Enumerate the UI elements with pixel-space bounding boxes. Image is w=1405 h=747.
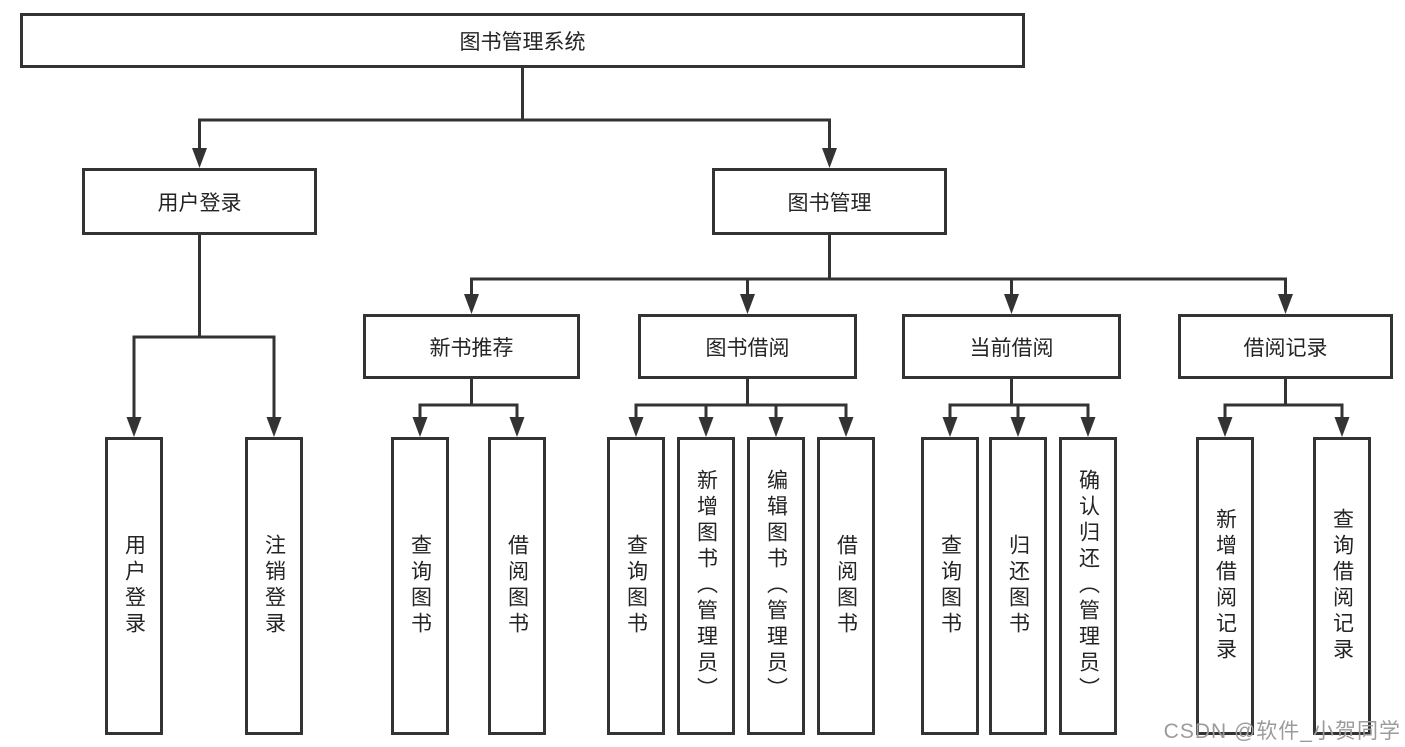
node-new-book-recommend: 新书推荐: [363, 314, 580, 379]
arrowhead-icon: [942, 417, 958, 437]
node-user-login: 用户登录: [82, 168, 317, 235]
leaf-add-book-admin: 新增图书（管理员）: [677, 437, 735, 735]
arrowhead-icon: [464, 294, 479, 314]
arrowhead-icon: [822, 148, 837, 168]
arrowheads: [126, 148, 1350, 437]
leaf-add-borrow-record: 新增借阅记录: [1196, 437, 1254, 735]
arrowhead-icon: [1080, 417, 1096, 437]
leaf-confirm-return-admin: 确认归还（管理员）: [1059, 437, 1117, 735]
arrowhead-icon: [740, 294, 755, 314]
arrowhead-icon: [1334, 417, 1350, 437]
csdn-watermark: CSDN @软件_小贺同学: [1163, 720, 1401, 743]
leaf-query-books-current: 查询图书: [921, 437, 979, 735]
node-system-root: 图书管理系统: [20, 13, 1025, 68]
node-current-borrow: 当前借阅: [902, 314, 1121, 379]
arrowhead-icon: [192, 148, 207, 168]
leaf-user-login: 用户登录: [105, 437, 163, 735]
arrowhead-icon: [509, 417, 525, 437]
arrowhead-icon: [838, 417, 854, 437]
arrowhead-icon: [768, 417, 784, 437]
leaf-logout: 注销登录: [245, 437, 303, 735]
leaf-borrow-books: 借阅图书: [817, 437, 875, 735]
node-book-borrow: 图书借阅: [638, 314, 857, 379]
arrowhead-icon: [266, 417, 282, 437]
leaf-edit-book-admin: 编辑图书（管理员）: [747, 437, 805, 735]
connector-lines: [132, 66, 1344, 421]
arrowhead-icon: [698, 417, 714, 437]
arrowhead-icon: [126, 417, 142, 437]
arrowhead-icon: [1010, 417, 1026, 437]
arrowhead-icon: [628, 417, 644, 437]
leaf-return-book: 归还图书: [989, 437, 1047, 735]
node-book-management: 图书管理: [712, 168, 947, 235]
leaf-query-books-borrow: 查询图书: [607, 437, 665, 735]
leaf-borrow-books-recommend: 借阅图书: [488, 437, 546, 735]
arrowhead-icon: [1217, 417, 1233, 437]
arrowhead-icon: [412, 417, 428, 437]
node-borrow-record: 借阅记录: [1178, 314, 1393, 379]
arrowhead-icon: [1004, 294, 1019, 314]
leaf-query-books-recommend: 查询图书: [391, 437, 449, 735]
arrowhead-icon: [1278, 294, 1293, 314]
leaf-query-borrow-record: 查询借阅记录: [1313, 437, 1371, 735]
